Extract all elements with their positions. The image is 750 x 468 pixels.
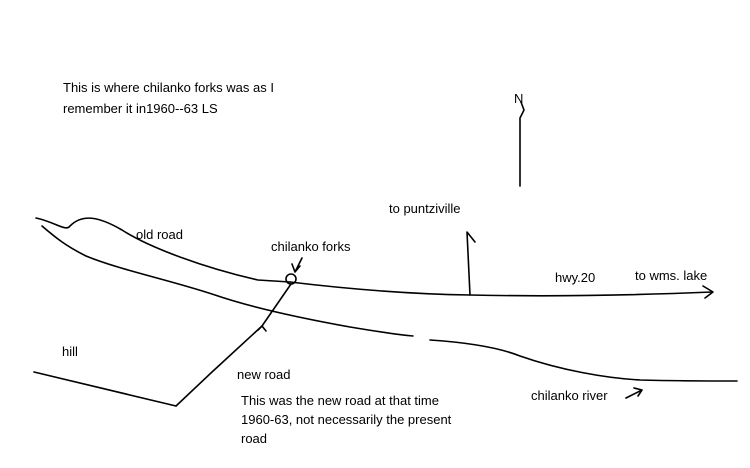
- bottom-note-line-2: 1960-63, not necessarily the present: [241, 412, 452, 427]
- to-puntziville-label: to puntziville: [389, 201, 461, 216]
- chilanko-river-label: chilanko river: [531, 388, 608, 403]
- forks-pointer-arrow: [291, 257, 303, 273]
- old-road-label: old road: [136, 227, 183, 242]
- hill-label: hill: [62, 344, 78, 359]
- to-wms-lake-label: to wms. lake: [635, 268, 708, 283]
- highway-20-label: hwy.20: [555, 270, 596, 285]
- old-road-upper-edge: [35, 217, 291, 283]
- top-note-line-1: This is where chilanko forks was as I: [63, 80, 274, 95]
- river-pointer-arrow: [625, 387, 643, 399]
- new-road-label: new road: [237, 367, 291, 382]
- bottom-note-line-1: This was the new road at that time: [241, 393, 439, 408]
- hill-line: [33, 371, 177, 407]
- chilanko-river-line: [429, 339, 738, 382]
- bottom-note-line-3: road: [241, 431, 268, 446]
- top-note-line-2: remember it in1960--63 LS: [63, 101, 218, 116]
- puntziville-road: [466, 231, 476, 296]
- north-arrow-line: [519, 101, 525, 187]
- new-road-line: [175, 283, 292, 407]
- north-label: N: [514, 91, 524, 106]
- new-road-tick: [257, 325, 267, 332]
- highway-arrowhead: [702, 285, 714, 299]
- chilanko-forks-label: chilanko forks: [271, 239, 351, 254]
- old-road-lower-edge: [41, 225, 414, 337]
